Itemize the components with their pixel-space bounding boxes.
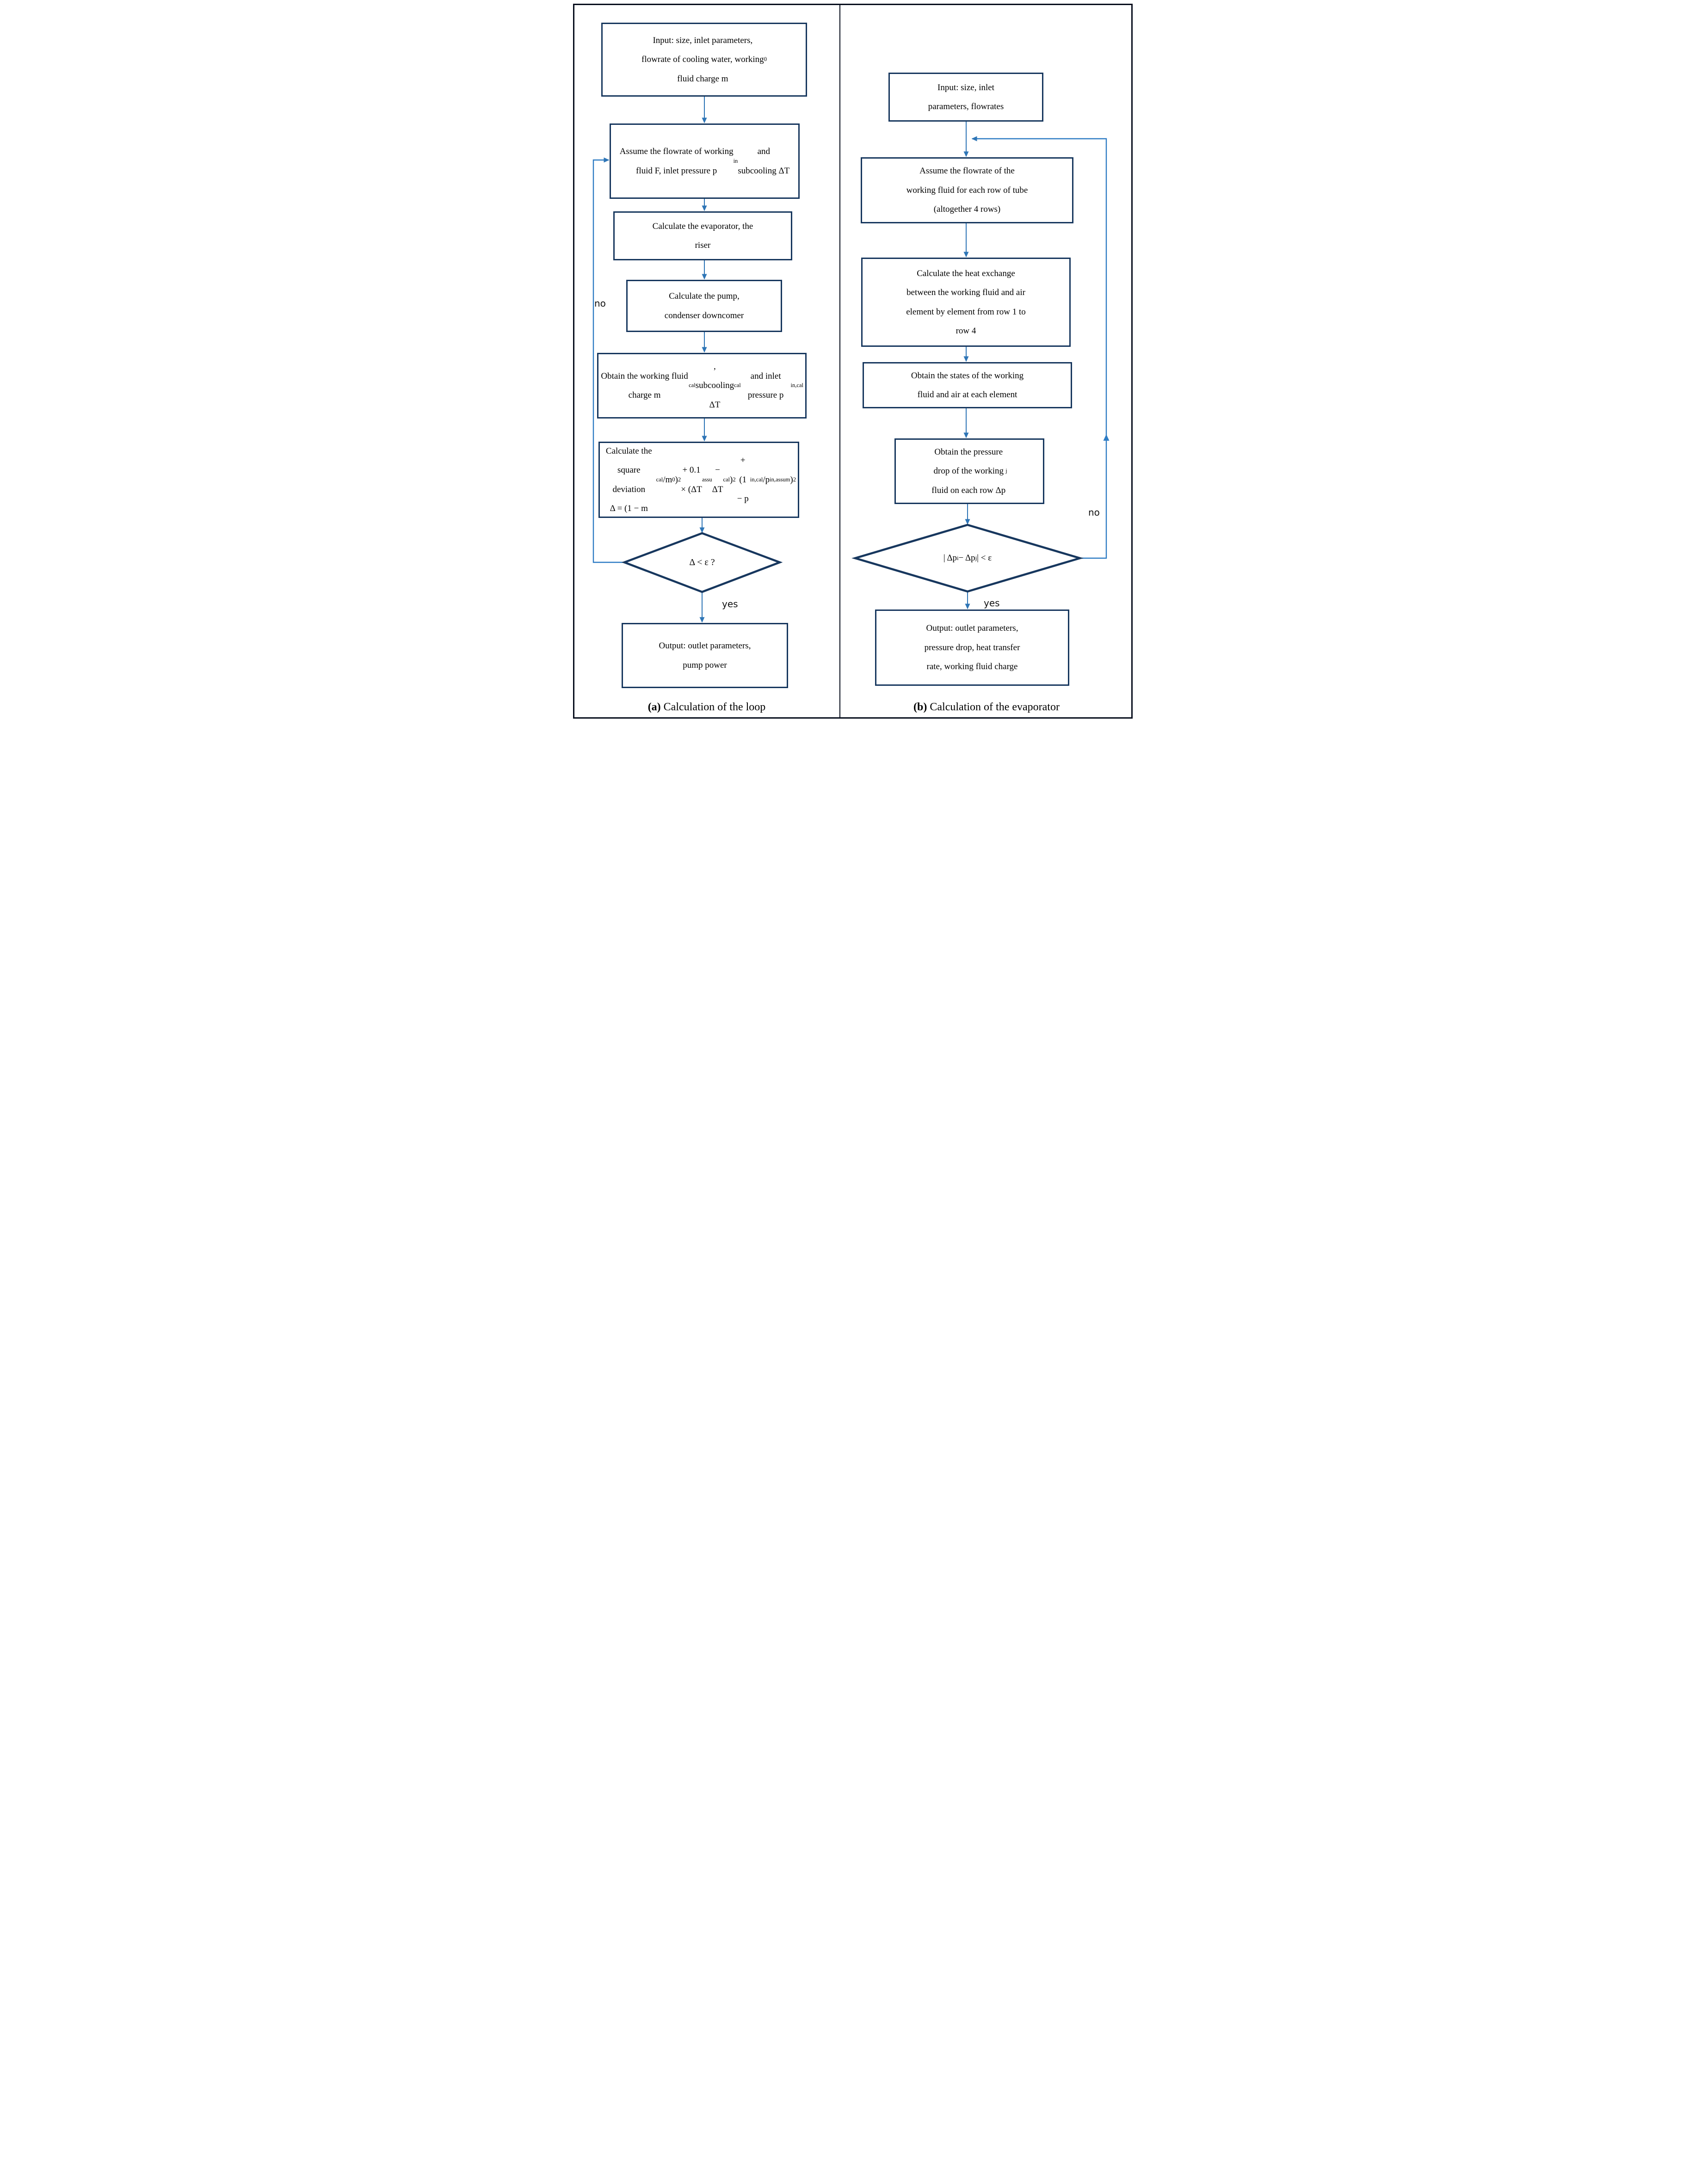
flow-a-yes-label: yes bbox=[722, 598, 738, 609]
caption-a-label: (a) bbox=[647, 701, 661, 713]
caption-b-text: Calculation of the evaporator bbox=[927, 701, 1060, 713]
flow-a-decision-text: Δ < ε ? bbox=[689, 557, 715, 567]
figure-border bbox=[573, 4, 1133, 719]
flow-b-no-label: no bbox=[1088, 507, 1100, 518]
caption-b: (b) Calculation of the evaporator bbox=[840, 701, 1133, 714]
flow-a-box-input: Input: size, inlet parameters,flowrate o… bbox=[601, 23, 807, 97]
flow-b-yes-label: yes bbox=[984, 597, 1000, 609]
flow-a-no-label: no bbox=[594, 298, 606, 309]
flow-a-box-calc-pump: Calculate the pump,condenser downcomer bbox=[626, 280, 782, 332]
flow-b-box-output: Output: outlet parameters,pressure drop,… bbox=[875, 609, 1069, 686]
caption-a-text: Calculation of the loop bbox=[660, 701, 766, 713]
panel-divider bbox=[839, 4, 840, 719]
caption-a: (a) Calculation of the loop bbox=[573, 701, 840, 714]
flow-a-box-output: Output: outlet parameters,pump power bbox=[622, 623, 788, 688]
caption-b-label: (b) bbox=[913, 701, 927, 713]
flowchart-figure: Input: size, inlet parameters,flowrate o… bbox=[569, 0, 1139, 722]
